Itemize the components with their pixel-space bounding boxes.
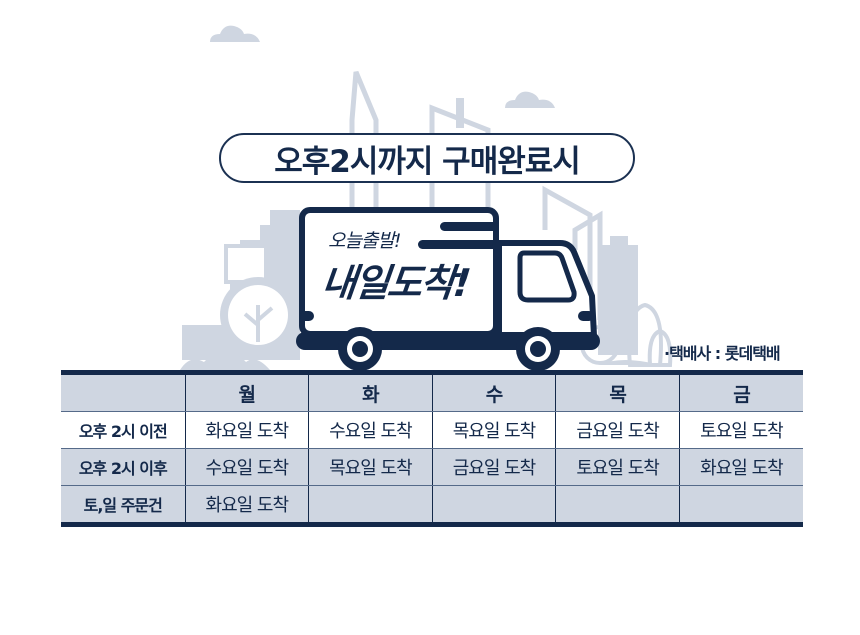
header-corner: [61, 372, 186, 412]
table-cell: 화요일 도착: [185, 411, 310, 449]
table-header-row: 월 화 수 목 금: [61, 372, 803, 412]
table-row: 오후 2시 이전 화요일 도착 수요일 도착 목요일 도착 금요일 도착 토요일…: [61, 411, 803, 449]
table-row: 토,일 주문건 화요일 도착: [61, 485, 803, 525]
truck-slogan-small: 오늘출발!: [328, 230, 402, 252]
table-cell: 토요일 도착: [555, 448, 680, 486]
cloud-icon: [210, 25, 260, 42]
table-cell: 목요일 도착: [432, 411, 557, 449]
table-cell: 토요일 도착: [679, 411, 803, 449]
header-monday: 월: [185, 372, 310, 412]
table-cell: 금요일 도착: [555, 411, 680, 449]
cityscape-background: [180, 25, 673, 370]
header-wednesday: 수: [432, 372, 557, 412]
table-cell: [555, 485, 680, 525]
table-cell: 금요일 도착: [432, 448, 557, 486]
table-cell: 수요일 도착: [308, 411, 433, 449]
table-row: 오후 2시 이후 수요일 도착 목요일 도착 금요일 도착 토요일 도착 화요일…: [61, 448, 803, 486]
courier-note: ·택배사 : 롯데택배: [664, 344, 781, 363]
table-cell: 화요일 도착: [185, 485, 310, 525]
headline-banner: 오후2시까지 구매완료시: [219, 133, 635, 183]
table-cell: 화요일 도착: [679, 448, 803, 486]
headline-text: 오후2시까지 구매완료시: [274, 143, 581, 180]
delivery-schedule-table: 월 화 수 목 금 오후 2시 이전 화요일 도착 수요일 도착 목요일 도착 …: [61, 370, 803, 527]
table-cell: 수요일 도착: [185, 448, 310, 486]
row-label: 토,일 주문건: [61, 485, 186, 525]
truck-icon: [296, 207, 600, 371]
header-tuesday: 화: [308, 372, 433, 412]
row-label: 오후 2시 이전: [61, 411, 186, 449]
table-cell: 목요일 도착: [308, 448, 433, 486]
header-friday: 금: [679, 372, 803, 412]
truck-slogan-big: 내일도착!: [319, 261, 472, 305]
table-cell: [432, 485, 557, 525]
header-thursday: 목: [555, 372, 680, 412]
table-cell: [679, 485, 803, 525]
row-label: 오후 2시 이후: [61, 448, 186, 486]
cloud-icon: [505, 91, 555, 108]
table-cell: [308, 485, 433, 525]
